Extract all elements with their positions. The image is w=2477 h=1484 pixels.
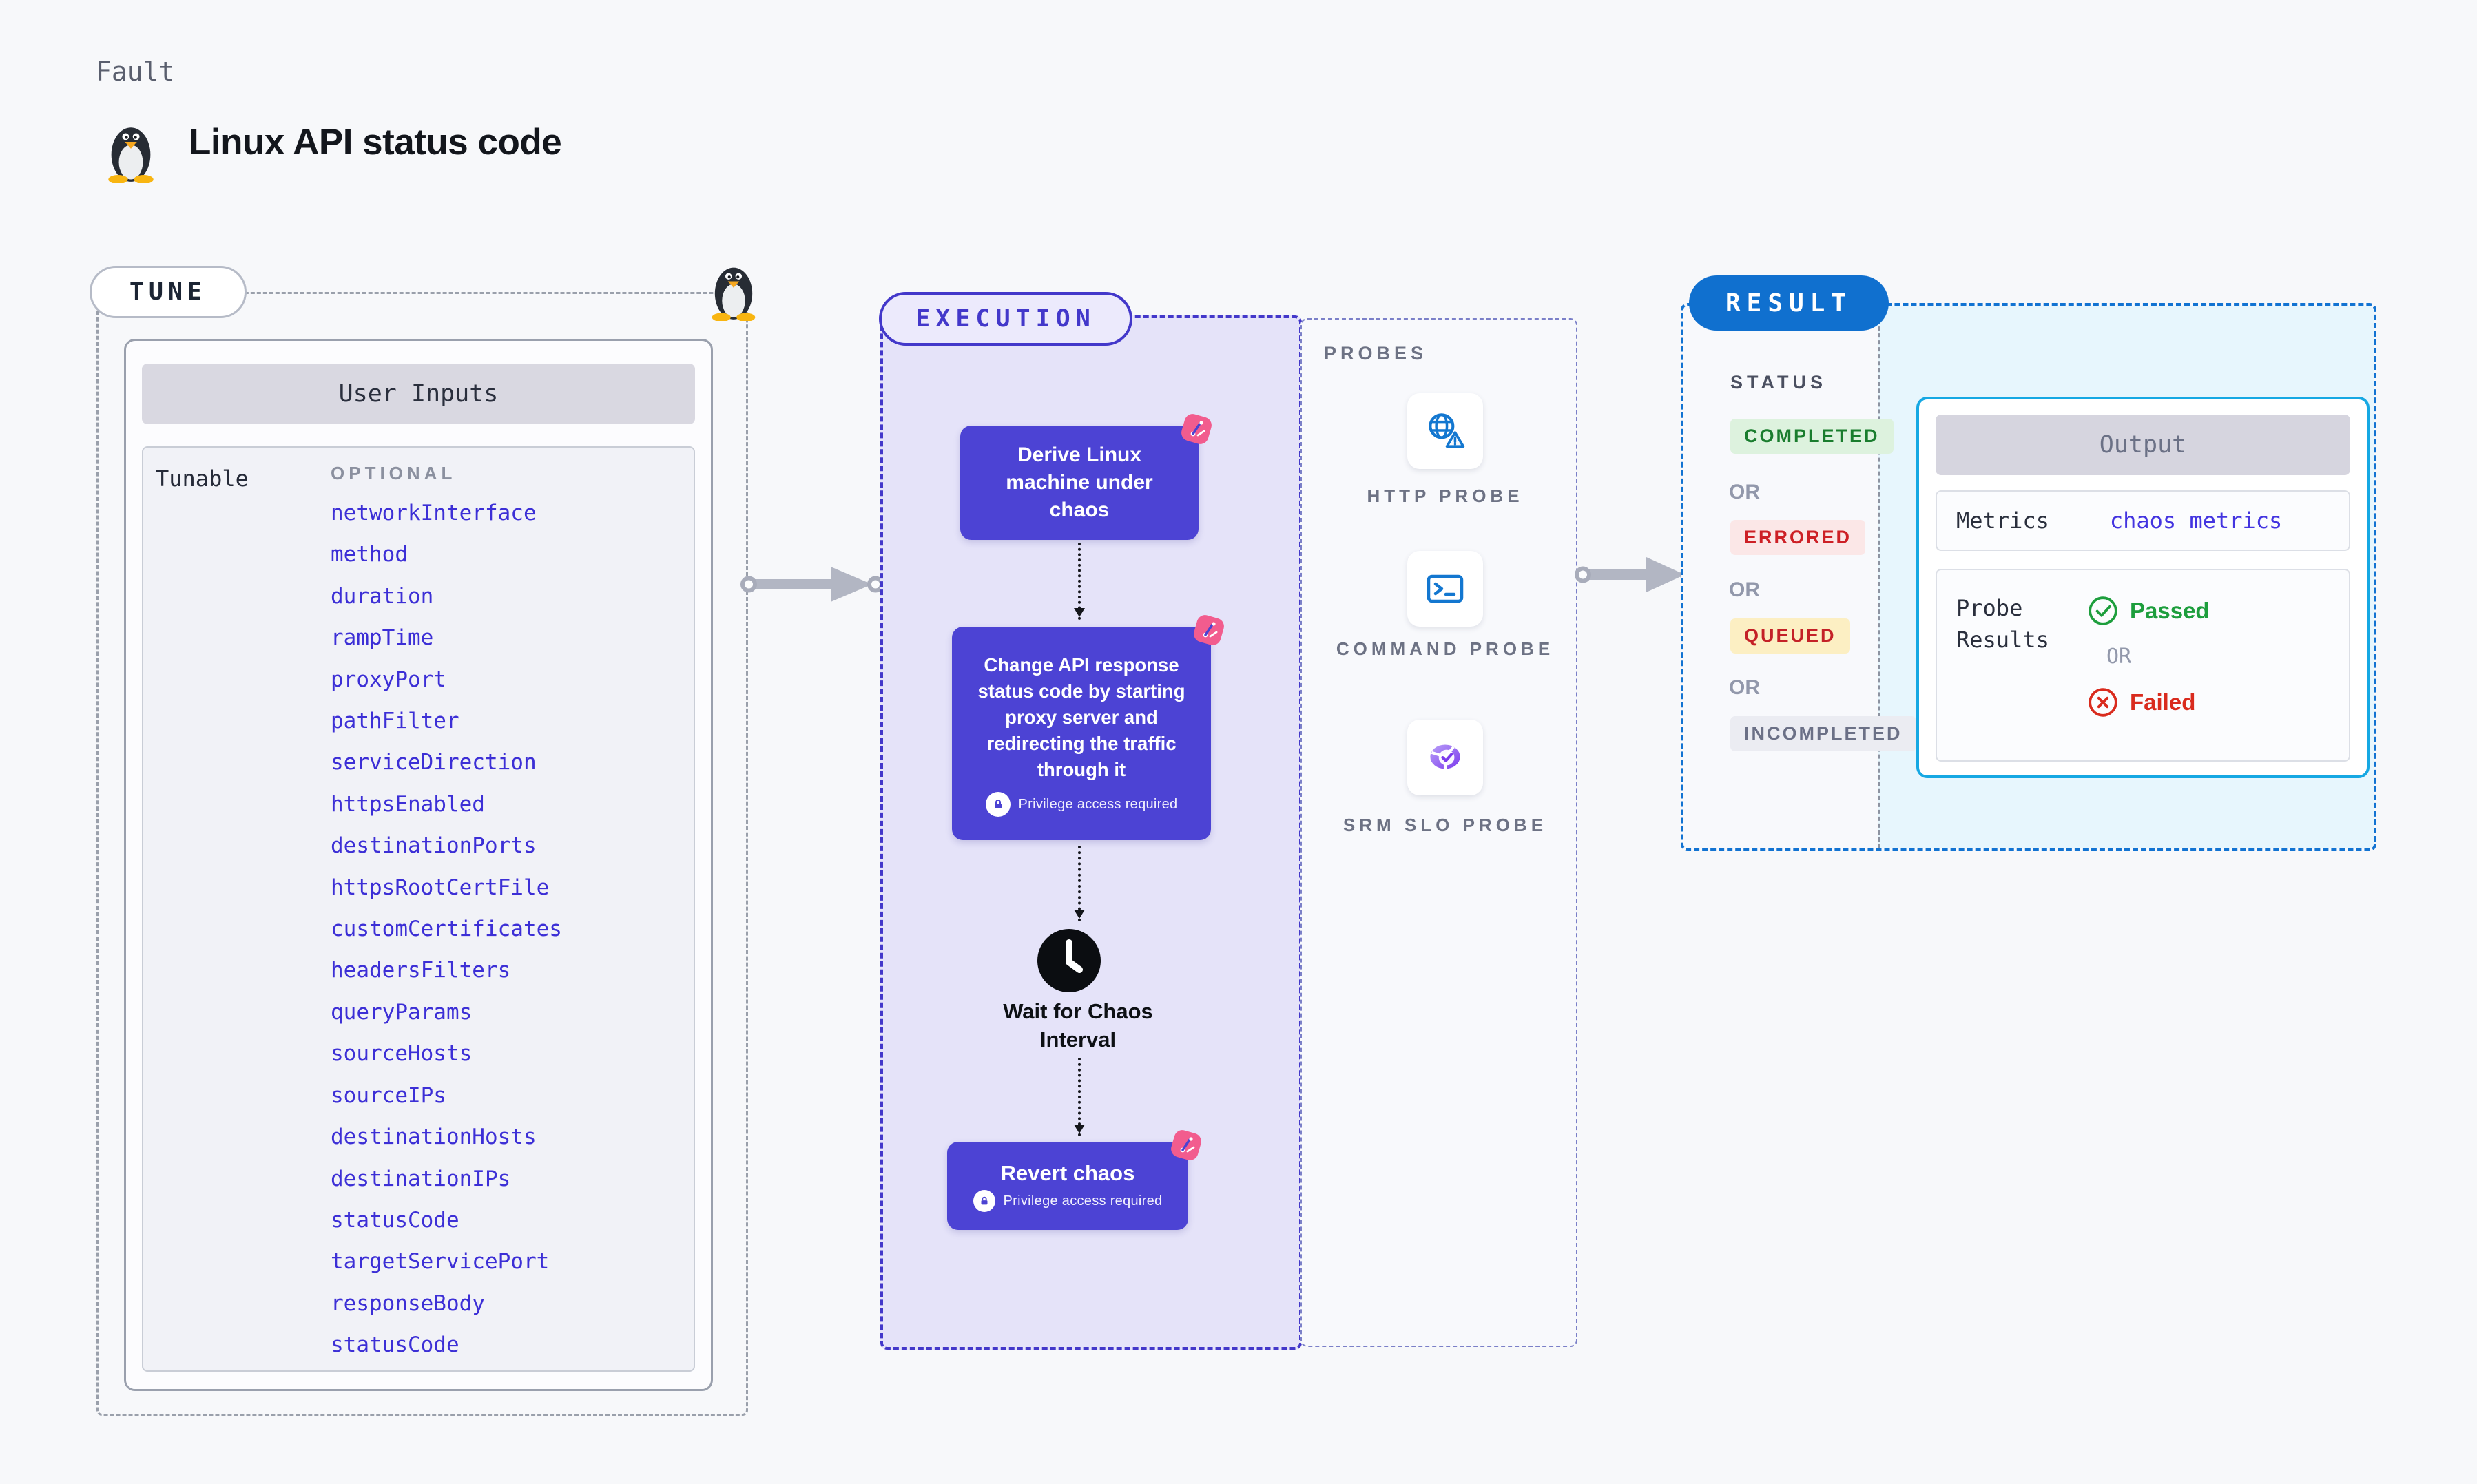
tunable-param: targetServicePort bbox=[331, 1249, 550, 1275]
tunable-param: statusCode bbox=[331, 1333, 459, 1358]
privilege-note-text: Privilege access required bbox=[1003, 1193, 1163, 1209]
clock-icon bbox=[1037, 929, 1101, 992]
tunable-param: headersFilters bbox=[331, 958, 511, 983]
probe-results-row: Probe Results Passed OR Failed bbox=[1936, 569, 2350, 762]
tunable-param: method bbox=[331, 542, 408, 567]
step-revert-label: Revert chaos bbox=[1000, 1161, 1135, 1185]
srm-slo-probe-card bbox=[1407, 720, 1483, 795]
tunable-param: responseBody bbox=[331, 1290, 485, 1316]
step-change-label: Change API response status code by start… bbox=[977, 654, 1185, 780]
litmus-chaos-icon bbox=[1171, 1130, 1201, 1160]
step-revert-chaos: Revert chaos Privilege access required bbox=[947, 1130, 1201, 1230]
tune-pill: TUNE bbox=[90, 266, 247, 318]
command-probe-label: COMMAND PROBE bbox=[1336, 638, 1555, 659]
probes-section-label: PROBES bbox=[1324, 343, 1428, 364]
tunable-param: destinationPorts bbox=[331, 833, 537, 859]
step-change-status-code: Change API response status code by start… bbox=[952, 615, 1224, 840]
tunables-table: Tunable OPTIONAL networkInterface method… bbox=[142, 446, 695, 1372]
privilege-note-text: Privilege access required bbox=[1018, 797, 1178, 812]
or-separator: OR bbox=[1729, 578, 1760, 601]
failed-result: Failed bbox=[2087, 687, 2210, 718]
litmus-chaos-icon bbox=[1181, 414, 1212, 444]
arrow-execution-to-result-icon bbox=[1575, 557, 1697, 592]
or-separator: OR bbox=[1729, 676, 1760, 699]
status-badge-incompleted: INCOMPLETED bbox=[1730, 716, 1916, 751]
optional-column: OPTIONAL networkInterface method duratio… bbox=[331, 463, 562, 1366]
tunable-param: rampTime bbox=[331, 625, 434, 651]
fault-kicker: Fault bbox=[96, 56, 175, 87]
tunable-param: statusCode bbox=[331, 1207, 459, 1233]
passed-label: Passed bbox=[2130, 598, 2210, 623]
connector-derive-to-change bbox=[1074, 543, 1085, 620]
user-inputs-panel: User Inputs Tunable OPTIONAL networkInte… bbox=[124, 339, 713, 1391]
litmus-chaos-icon bbox=[1194, 615, 1224, 645]
metrics-label: Metrics bbox=[1956, 508, 2049, 534]
or-separator: OR bbox=[1729, 481, 1760, 503]
result-pill: RESULT bbox=[1689, 275, 1889, 331]
privilege-note: Privilege access required bbox=[985, 791, 1178, 817]
lock-icon bbox=[973, 1190, 995, 1212]
tunable-param: pathFilter bbox=[331, 709, 459, 734]
page-title: Linux API status code bbox=[189, 122, 562, 163]
terminal-icon bbox=[1427, 574, 1464, 603]
tunable-param: httpsRootCertFile bbox=[331, 875, 550, 900]
privilege-note: Privilege access required bbox=[973, 1190, 1163, 1212]
http-probe-card bbox=[1407, 393, 1483, 469]
step-derive-label: Derive Linux machine under chaos bbox=[1006, 443, 1153, 521]
x-circle-icon bbox=[2089, 688, 2117, 717]
tunable-param: duration bbox=[331, 583, 434, 609]
metrics-value: chaos metrics bbox=[2109, 508, 2283, 534]
tunable-param: destinationHosts bbox=[331, 1125, 537, 1150]
output-title: Output bbox=[1936, 415, 2350, 475]
optional-column-header: OPTIONAL bbox=[331, 463, 457, 483]
execution-pill: EXECUTION bbox=[879, 292, 1132, 346]
output-card: Output Metrics chaos metrics Probe Resul… bbox=[1916, 397, 2370, 778]
tunable-param: sourceHosts bbox=[331, 1041, 473, 1067]
tux-penguin-icon bbox=[108, 127, 154, 183]
tunable-param: customCertificates bbox=[331, 917, 562, 942]
command-probe-card bbox=[1407, 551, 1483, 627]
metrics-row: Metrics chaos metrics bbox=[1936, 490, 2350, 551]
globe-alert-icon bbox=[1429, 413, 1465, 448]
tunable-param: networkInterface bbox=[331, 501, 537, 525]
check-circle-icon bbox=[2089, 596, 2117, 625]
tunable-param: destinationIPs bbox=[331, 1166, 511, 1191]
step-derive-machine: Derive Linux machine under chaos bbox=[960, 414, 1212, 540]
passed-result: Passed bbox=[2087, 595, 2210, 627]
probe-results-values: Passed OR Failed bbox=[2087, 595, 2210, 718]
probes-region bbox=[1300, 318, 1577, 1347]
status-badge-queued: QUEUED bbox=[1730, 618, 1850, 654]
srm-slo-probe-label: SRM SLO PROBE bbox=[1343, 815, 1548, 835]
connector-change-to-wait bbox=[1074, 846, 1085, 921]
http-probe-label: HTTP PROBE bbox=[1367, 485, 1524, 506]
failed-label: Failed bbox=[2130, 689, 2196, 715]
wait-step-label: Wait for Chaos Interval bbox=[1003, 999, 1153, 1052]
probe-results-label: Probe Results bbox=[1956, 595, 2049, 653]
tunable-row-label: Tunable bbox=[156, 466, 249, 492]
or-separator: OR bbox=[2106, 645, 2132, 669]
tunable-param: queryParams bbox=[331, 999, 473, 1025]
status-badge-errored: ERRORED bbox=[1730, 520, 1866, 555]
arrow-tune-to-execution-icon bbox=[740, 567, 884, 602]
tunable-param: httpsEnabled bbox=[331, 791, 485, 817]
lock-icon bbox=[985, 792, 1011, 817]
user-inputs-title: User Inputs bbox=[142, 364, 695, 424]
tune-region bbox=[96, 292, 748, 1416]
tux-penguin-icon-small bbox=[712, 267, 756, 321]
slo-donut-check-icon bbox=[1430, 744, 1460, 770]
connector-wait-to-revert bbox=[1074, 1058, 1085, 1136]
status-section-label: STATUS bbox=[1730, 372, 1827, 393]
tunable-param: sourceIPs bbox=[331, 1083, 446, 1108]
tunable-param: proxyPort bbox=[331, 667, 446, 692]
tunable-param: serviceDirection bbox=[331, 750, 537, 775]
status-badge-completed: COMPLETED bbox=[1730, 419, 1894, 454]
